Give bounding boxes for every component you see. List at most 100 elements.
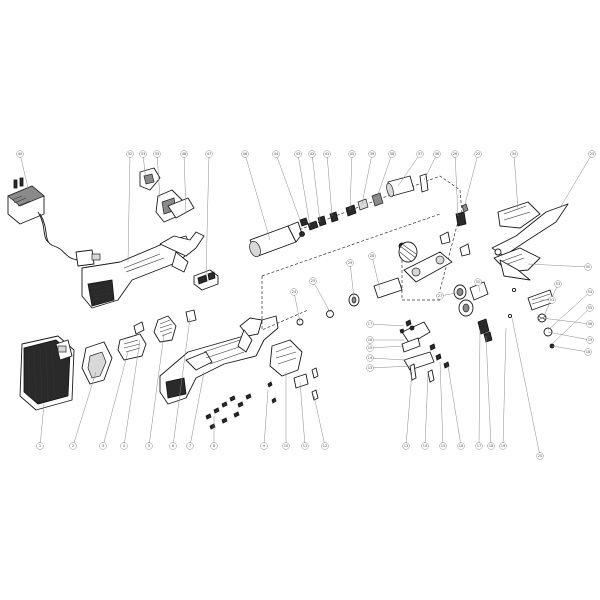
callout-circle bbox=[346, 259, 354, 267]
trigger-parts bbox=[139, 167, 195, 223]
callout-number: 40 bbox=[18, 152, 23, 156]
leader-line bbox=[349, 153, 353, 211]
callout-top-39: 39 bbox=[368, 150, 376, 158]
battery-cover-plate bbox=[81, 341, 113, 385]
callout-number: 41 bbox=[325, 152, 330, 156]
callout-bottom-4: 4 bbox=[120, 442, 128, 450]
battery-pack bbox=[19, 335, 75, 411]
callout-top-38: 38 bbox=[388, 150, 396, 158]
callout-number: 46 bbox=[243, 152, 248, 156]
leader-line bbox=[463, 153, 479, 209]
callout-circle bbox=[205, 150, 213, 158]
callout-circle bbox=[309, 277, 317, 285]
callout-number: 16 bbox=[368, 338, 373, 342]
callout-number: 53 bbox=[556, 282, 561, 286]
leader-line bbox=[123, 339, 141, 447]
callout-number: 20 bbox=[538, 454, 543, 458]
callout-middle-52: 52 bbox=[474, 278, 482, 286]
callout-circle bbox=[584, 263, 592, 271]
callout-number: 9 bbox=[263, 444, 266, 448]
callout-number: 34 bbox=[512, 152, 517, 156]
callout-circle bbox=[139, 150, 147, 158]
leader-line bbox=[72, 371, 97, 447]
callout-circle bbox=[368, 252, 376, 260]
callout-number: 14 bbox=[423, 444, 428, 448]
callout-top-48: 48 bbox=[180, 150, 188, 158]
callout-number: 48 bbox=[182, 152, 187, 156]
switch-module bbox=[193, 269, 219, 291]
leader-line bbox=[326, 153, 333, 217]
callout-number: 19 bbox=[501, 444, 506, 448]
leader-line bbox=[502, 327, 507, 447]
callout-bottom-15: 15 bbox=[439, 442, 447, 450]
callout-number: 55 bbox=[588, 306, 593, 310]
callout-number: 15 bbox=[441, 444, 446, 448]
callout-circle bbox=[421, 442, 429, 450]
leader-line bbox=[183, 153, 187, 215]
leader-line bbox=[148, 333, 165, 447]
callout-circle bbox=[457, 442, 465, 450]
callout-number: 54 bbox=[588, 290, 593, 294]
callout-top-23: 23 bbox=[588, 150, 596, 158]
callout-middle-24: 24 bbox=[290, 288, 298, 296]
callout-middle-56: 56 bbox=[586, 320, 594, 328]
callout-top-26: 26 bbox=[451, 150, 459, 158]
blade-guard bbox=[497, 201, 541, 229]
leader-line bbox=[551, 307, 591, 345]
callout-bottom-11: 11 bbox=[301, 442, 309, 450]
callout-number: 12 bbox=[323, 444, 328, 448]
callout-number: 17 bbox=[368, 322, 373, 326]
charger-adapter bbox=[7, 177, 101, 267]
callout-circle bbox=[586, 288, 594, 296]
upper-blade bbox=[491, 203, 569, 257]
leader-line bbox=[527, 263, 589, 268]
callout-circle bbox=[366, 344, 374, 352]
callout-number: 11 bbox=[303, 444, 308, 448]
leader-line bbox=[439, 291, 463, 297]
leader-line bbox=[142, 153, 147, 183]
callout-number: 15 bbox=[368, 346, 373, 350]
callout-number: 19 bbox=[588, 338, 593, 342]
callout-circle bbox=[69, 442, 77, 450]
callout-number: 25 bbox=[311, 279, 316, 283]
callout-circle bbox=[241, 150, 249, 158]
callout-number: 16 bbox=[459, 444, 464, 448]
callout-top-44: 44 bbox=[272, 150, 280, 158]
callout-top-40: 40 bbox=[16, 150, 24, 158]
leader-line bbox=[369, 345, 405, 349]
callout-number: 42 bbox=[310, 152, 315, 156]
callout-middle-53: 53 bbox=[554, 280, 562, 288]
callout-circle bbox=[260, 442, 268, 450]
battery-contact-terminal bbox=[117, 321, 147, 361]
leader-line bbox=[297, 153, 311, 227]
callout-number: 56 bbox=[588, 322, 593, 326]
callout-circle bbox=[474, 150, 482, 158]
callout-number: 47 bbox=[207, 152, 212, 156]
callout-number: 24 bbox=[292, 290, 297, 294]
callout-top-47: 47 bbox=[205, 150, 213, 158]
callout-number: 1 bbox=[39, 444, 41, 448]
callout-circle bbox=[536, 452, 544, 460]
leader-line bbox=[511, 317, 541, 457]
leader-line bbox=[405, 371, 413, 447]
callout-circle bbox=[16, 150, 24, 158]
callout-middle-17: 17 bbox=[366, 320, 374, 328]
callout-bottom-16: 16 bbox=[457, 442, 465, 450]
leader-line bbox=[205, 153, 210, 277]
callout-top-35: 35 bbox=[153, 150, 161, 158]
callout-top-43: 43 bbox=[294, 150, 302, 158]
callout-number: 27 bbox=[438, 294, 443, 298]
callout-circle bbox=[584, 348, 592, 356]
callout-bottom-19: 19 bbox=[499, 442, 507, 450]
callout-number: 10 bbox=[284, 444, 289, 448]
drive-link bbox=[399, 319, 450, 383]
callout-middle-19: 19 bbox=[586, 336, 594, 344]
callout-bottom-8: 8 bbox=[210, 442, 218, 450]
callout-circle bbox=[474, 278, 482, 286]
callout-number: 23 bbox=[590, 152, 595, 156]
callout-circle bbox=[588, 150, 596, 158]
callout-bottom-18: 18 bbox=[487, 442, 495, 450]
callout-top-36: 36 bbox=[433, 150, 441, 158]
callout-bottom-17: 17 bbox=[475, 442, 483, 450]
